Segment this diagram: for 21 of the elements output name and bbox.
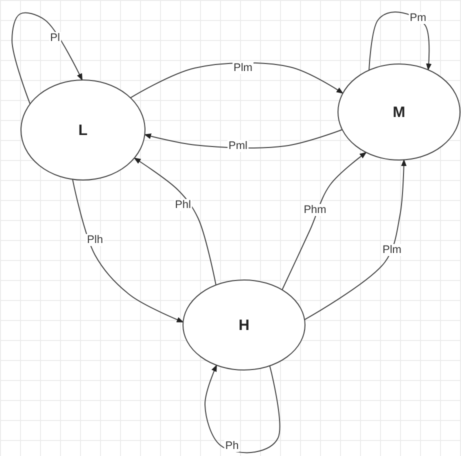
edge-label: Pml	[228, 140, 248, 152]
arrow	[130, 62, 344, 98]
state-label: L	[78, 122, 88, 138]
edge-label: Phl	[174, 199, 192, 211]
arrow	[72, 178, 184, 323]
arrow	[144, 129, 343, 148]
arrow	[204, 364, 280, 454]
edge-label: Plh	[86, 234, 104, 246]
arrow	[12, 12, 83, 104]
edge-label: Pl	[49, 32, 61, 44]
edge-label: Phm	[302, 204, 328, 216]
state-label: M	[392, 104, 406, 120]
edge-label: Plm	[382, 244, 402, 256]
edge-label: Pm	[408, 12, 428, 24]
arrow	[134, 158, 216, 286]
state-label: H	[238, 316, 250, 334]
edge-label: Plm	[232, 62, 254, 74]
edge-label: Ph	[224, 440, 240, 452]
arrow	[282, 152, 367, 290]
arrow	[368, 12, 432, 71]
arrow	[304, 159, 407, 320]
